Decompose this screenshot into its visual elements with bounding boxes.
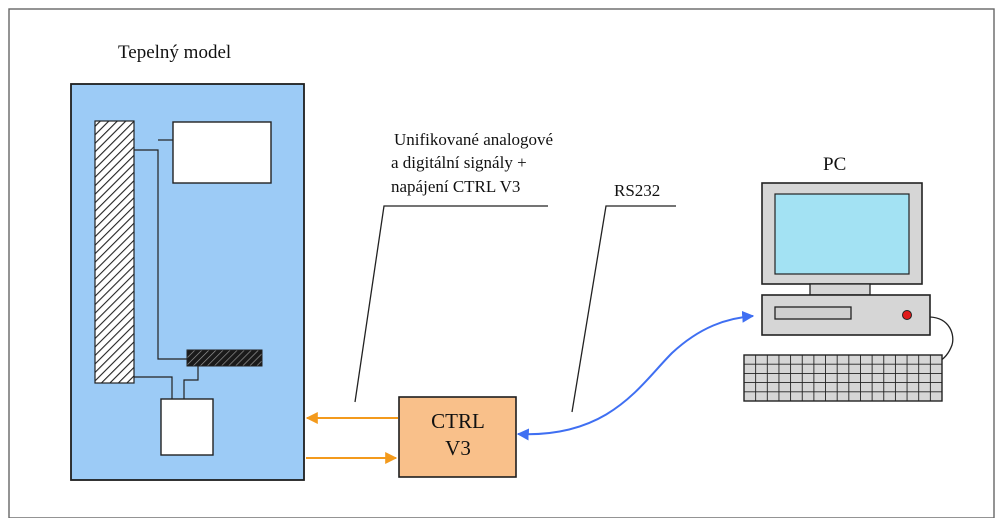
lower-white-block bbox=[160, 398, 214, 456]
keyboard-body bbox=[743, 354, 943, 402]
pc-computer bbox=[743, 182, 954, 402]
pc-label: PC bbox=[823, 154, 846, 175]
keyboard bbox=[743, 354, 943, 402]
hatched-heating-element bbox=[94, 120, 135, 384]
power-led bbox=[902, 310, 912, 320]
internal-wiring bbox=[134, 139, 199, 399]
ctrl-v3-box bbox=[398, 396, 517, 478]
signals-label-line-3: napájení CTRL V3 bbox=[391, 177, 520, 196]
signals-label-line-2: a digitální signály + bbox=[391, 153, 527, 172]
outer-frame bbox=[8, 8, 995, 518]
signals-label-line-1: Unifikované analogové bbox=[394, 130, 553, 149]
ctrl-v3-label-line-2: V3 bbox=[445, 436, 471, 460]
rs232-blue-link bbox=[516, 310, 755, 441]
monitor-neck bbox=[809, 283, 871, 296]
thermal-model-title: Tepelný model bbox=[118, 42, 231, 63]
dark-hatched-sensor bbox=[186, 349, 263, 367]
upper-white-block bbox=[172, 121, 272, 184]
ctrl-v3-label-line-1: CTRL bbox=[431, 409, 485, 433]
signals-leader-line bbox=[354, 205, 548, 403]
disk-drive-slot bbox=[774, 306, 852, 320]
monitor-screen bbox=[774, 193, 910, 275]
rs232-label: RS232 bbox=[614, 181, 660, 200]
rs232-leader-line bbox=[571, 205, 676, 413]
